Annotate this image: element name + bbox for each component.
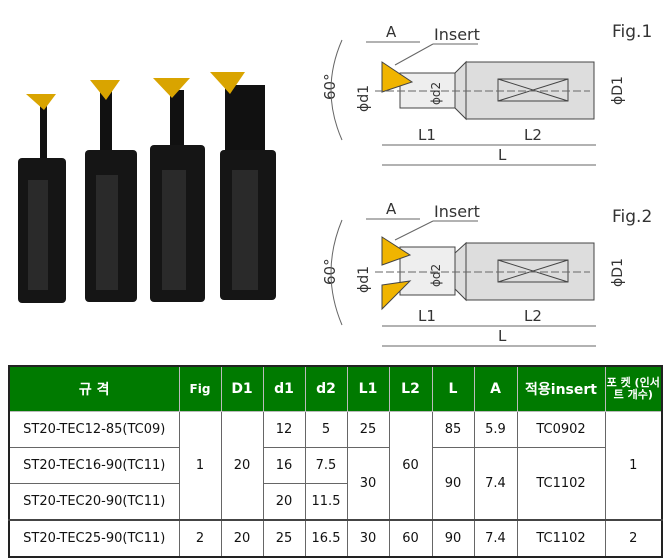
header-A: A <box>473 365 518 412</box>
cell-d1: 16 <box>262 447 306 484</box>
cell-L: 90 <box>431 447 475 521</box>
L-label-2: L <box>498 327 507 345</box>
table-row: ST20-TEC25-90(TC11) 2 20 25 16.5 30 60 9… <box>8 519 663 558</box>
header-L1: L1 <box>346 365 390 412</box>
tool-3 <box>150 78 205 302</box>
cell-spec: ST20-TEC25-90(TC11) <box>8 519 180 558</box>
D1-label-2: ϕD1 <box>610 258 626 287</box>
L1-label: L1 <box>418 126 436 144</box>
d1-label-2: ϕd1 <box>356 266 372 293</box>
tool-1 <box>18 94 66 303</box>
L-label: L <box>498 146 507 164</box>
cell-d1: 12 <box>262 411 306 448</box>
cell-d2: 11.5 <box>304 483 348 521</box>
cell-spec: ST20-TEC16-90(TC11) <box>8 447 180 484</box>
cell-L1: 30 <box>346 447 390 521</box>
cell-insert: TC1102 <box>516 447 606 521</box>
cell-fig: 1 <box>178 411 222 521</box>
tool-4 <box>210 72 276 300</box>
table-row: ST20-TEC16-90(TC11) 16 7.5 30 90 7.4 TC1… <box>8 447 662 521</box>
figure-1-diagram: Fig.1 Insert A 60° ϕd1 ϕd2 ϕD1 L1 L2 L <box>321 22 652 166</box>
cell-d1: 20 <box>262 483 306 521</box>
header-d1: d1 <box>262 365 306 412</box>
header-spec: 규 격 <box>8 365 180 412</box>
cell-fig: 2 <box>178 519 222 558</box>
L2-label: L2 <box>524 126 542 144</box>
header-L: L <box>431 365 475 412</box>
header-fig: Fig <box>178 365 222 412</box>
cell-spec: ST20-TEC20-90(TC11) <box>8 483 180 521</box>
angle-label-2: 60° <box>321 258 339 285</box>
tool-2 <box>85 80 137 302</box>
cell-L2: 60 <box>388 411 433 521</box>
cell-D1: 20 <box>220 519 264 558</box>
cell-insert: TC1102 <box>516 519 606 558</box>
insert-label-2: Insert <box>434 202 480 221</box>
fig2-label: Fig.2 <box>612 207 652 227</box>
angle-label: 60° <box>321 73 339 100</box>
A-label-2: A <box>386 200 397 218</box>
product-photo <box>18 72 276 303</box>
table-row: ST20-TEC12-85(TC09) 1 20 12 5 25 60 85 5… <box>8 411 663 521</box>
cell-d2: 16.5 <box>304 519 348 558</box>
insert-label: Insert <box>434 25 480 44</box>
cell-pocket: 1 <box>604 411 663 521</box>
A-label: A <box>386 23 397 41</box>
fig1-label: Fig.1 <box>612 22 652 42</box>
cell-insert: TC0902 <box>516 411 606 448</box>
L1-label-2: L1 <box>418 307 436 325</box>
header-pocket: 포 켓 (인서트 개수) <box>604 365 663 412</box>
table-row: ST20-TEC20-90(TC11) 20 11.5 <box>8 483 662 521</box>
L2-label-2: L2 <box>524 307 542 325</box>
cell-d2: 7.5 <box>304 447 348 484</box>
cell-d2: 5 <box>304 411 348 448</box>
d2-label: ϕd2 <box>429 82 443 105</box>
cell-L: 90 <box>431 519 475 558</box>
cell-A: 7.4 <box>473 447 518 521</box>
header-insert: 적용insert <box>516 365 606 412</box>
cell-A: 5.9 <box>473 411 518 448</box>
cell-A: 7.4 <box>473 519 518 558</box>
cell-L: 85 <box>431 411 475 448</box>
d2-label-2: ϕd2 <box>429 264 443 287</box>
cell-L1: 25 <box>346 411 390 448</box>
d1-label: ϕd1 <box>356 85 372 112</box>
header-d2: d2 <box>304 365 348 412</box>
cell-pocket: 2 <box>604 519 663 558</box>
cell-D1: 20 <box>220 411 264 521</box>
cell-spec: ST20-TEC12-85(TC09) <box>8 411 180 448</box>
cell-L2: 60 <box>388 519 433 558</box>
header-L2: L2 <box>388 365 433 412</box>
figure-2-diagram: Fig.2 Insert A 60° ϕd1 ϕd2 ϕD1 L1 L2 L <box>321 200 652 347</box>
header-D1: D1 <box>220 365 264 412</box>
cell-d1: 25 <box>262 519 306 558</box>
spec-table: 규 격 Fig D1 d1 d2 L1 L2 L A 적용insert 포 켓 … <box>8 365 663 558</box>
table-header: 규 격 Fig D1 d1 d2 L1 L2 L A 적용insert 포 켓 … <box>8 365 663 412</box>
cell-L1: 30 <box>346 519 390 558</box>
D1-label: ϕD1 <box>610 76 626 105</box>
